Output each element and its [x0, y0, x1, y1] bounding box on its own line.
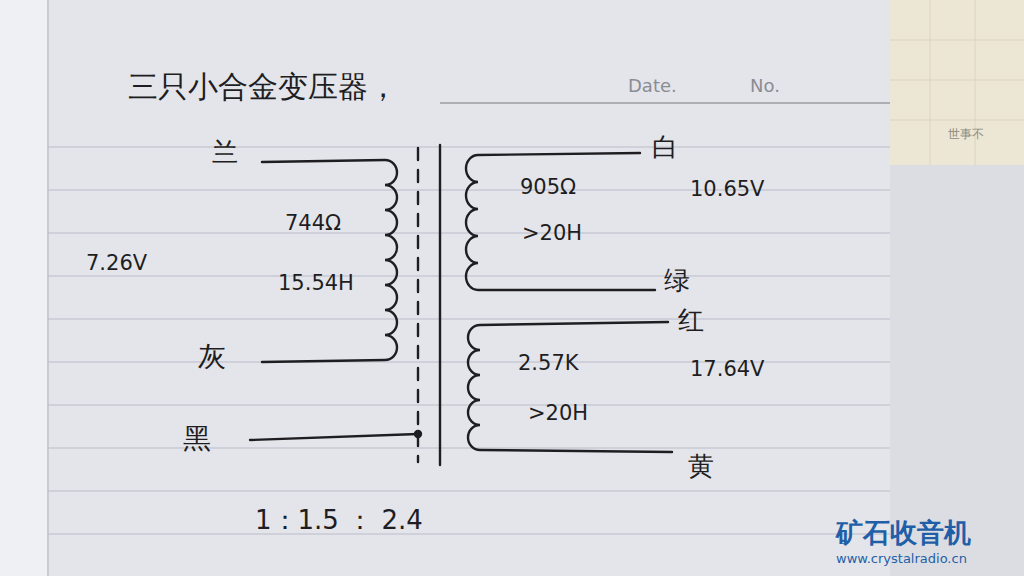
- transformer-symbol: [250, 145, 672, 465]
- resistance-value: 905Ω: [520, 176, 576, 199]
- resistance-value: 2.57K: [518, 352, 579, 375]
- wire-color: 灰: [198, 342, 226, 373]
- voltage-value: 10.65V: [690, 178, 764, 201]
- back-sheet: [890, 165, 1024, 576]
- ruled-lines: [48, 103, 890, 534]
- inductance-value: >20H: [528, 402, 588, 425]
- header-print: No.: [750, 76, 780, 96]
- watermark: 矿石收音机: [836, 518, 971, 548]
- wire-color: 红: [678, 306, 704, 335]
- watermark: www.crystalradio.cn: [836, 552, 967, 566]
- header-print: Date.: [628, 76, 677, 96]
- wire-color: 兰: [212, 138, 238, 167]
- page-edge: [47, 0, 49, 576]
- page-title: 三只小合金变压器，: [128, 70, 398, 103]
- voltage-value: 17.64V: [690, 358, 764, 381]
- back-paper: [890, 0, 1024, 165]
- resistance-value: 744Ω: [285, 212, 341, 235]
- voltage-value: 7.26V: [86, 252, 147, 275]
- inductance-value: >20H: [522, 222, 582, 245]
- wire-color: 白: [652, 133, 678, 162]
- left-page: [0, 0, 48, 576]
- wire-color: 黑: [183, 424, 211, 455]
- stamp-text: 世事不: [948, 128, 984, 141]
- turns-ratio: 1：1.5 ： 2.4: [255, 506, 423, 535]
- grid: [890, 0, 1024, 165]
- wire-color: 黄: [688, 452, 714, 481]
- wire-color: 绿: [664, 266, 690, 295]
- inductance-value: 15.54H: [278, 272, 354, 295]
